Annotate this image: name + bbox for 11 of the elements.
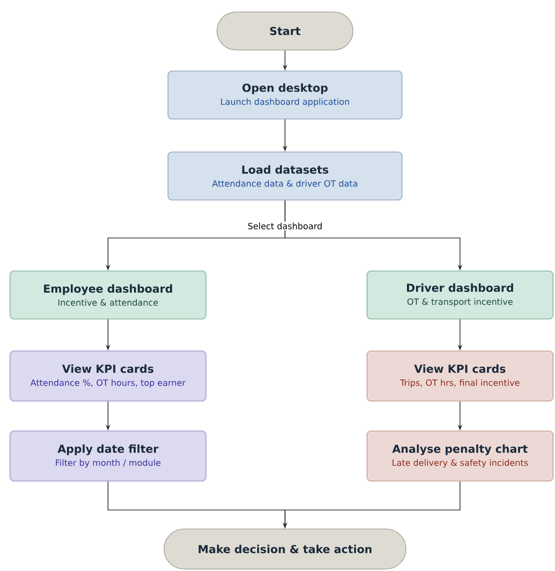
edge-label: Select dashboard — [246, 222, 324, 230]
process-box: Employee dashboard Incentive & attendance — [10, 270, 206, 320]
process-box: View KPI cards Trips, OT hrs, final incentive — [366, 350, 554, 402]
process-box: Apply date filter Filter by month / module — [10, 430, 206, 482]
process-box: View KPI cards Attendance %, OT hours, top earner — [10, 350, 206, 402]
start-terminal: Start — [216, 12, 354, 50]
process-box: Analyse penalty chart Late delivery & safety incidents — [366, 430, 554, 482]
process-box: Load datasets Attendance data & driver OT data — [168, 152, 402, 200]
process-box: Driver dashboard OT & transport incentive — [366, 270, 554, 320]
process-box: Open desktop Launch dashboard application — [168, 70, 402, 120]
end-terminal: Make decision & take action — [164, 528, 406, 570]
